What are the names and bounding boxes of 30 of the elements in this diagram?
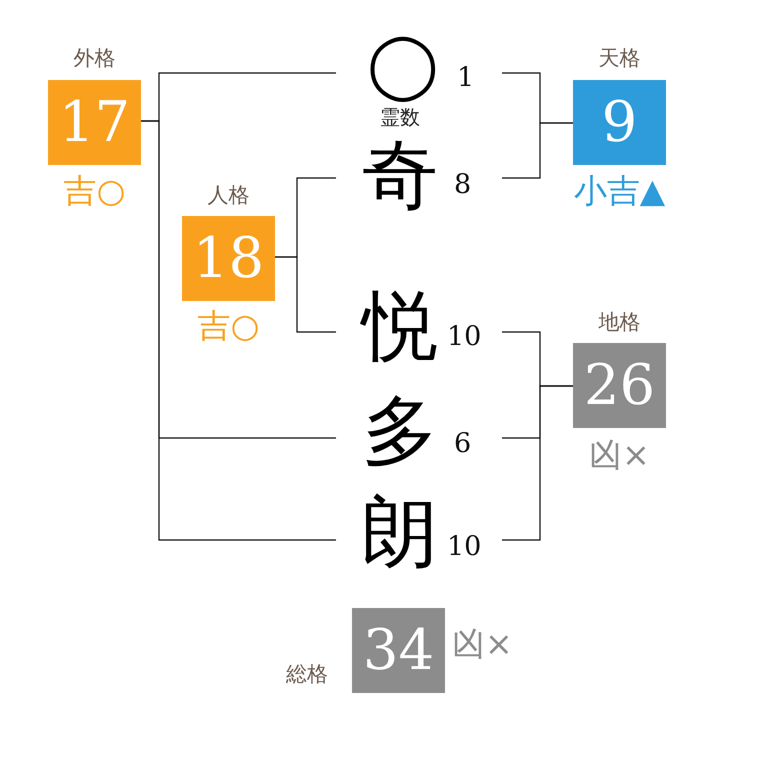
bracket-connector <box>275 256 336 333</box>
score-box: 9 <box>573 80 666 165</box>
stroke-count-caption: 霊数 <box>380 107 420 127</box>
name-character: 奇 <box>362 137 438 213</box>
fortune-verdict: 凶× <box>452 627 513 660</box>
category-label: 天格 <box>598 48 640 69</box>
score-box: 17 <box>48 80 141 165</box>
category-label: 地格 <box>598 312 640 333</box>
stroke-count: 6 <box>454 430 472 457</box>
score-box: 26 <box>573 343 666 428</box>
bracket-connector <box>141 120 336 541</box>
score-box: 18 <box>182 216 275 301</box>
stroke-count: 8 <box>454 171 472 198</box>
stroke-count: 1 <box>457 64 474 91</box>
name-character: 悦 <box>362 288 438 364</box>
name-character: 多 <box>362 393 438 469</box>
category-label: 外格 <box>74 48 116 69</box>
fortune-verdict: 凶× <box>589 438 650 471</box>
name-character: ◯ <box>367 27 439 104</box>
bracket-connector <box>502 385 573 541</box>
category-label: 人格 <box>208 185 250 206</box>
category-label: 総格 <box>286 664 328 685</box>
fortune-verdict: 吉○ <box>198 309 260 342</box>
name-character: 朗 <box>362 494 438 570</box>
stroke-count: 10 <box>447 533 482 560</box>
stroke-count: 10 <box>447 323 482 350</box>
fortune-verdict: 小吉▲ <box>574 174 666 207</box>
bracket-connector <box>502 122 573 179</box>
fortune-verdict: 吉○ <box>64 174 126 207</box>
score-box: 34 <box>352 608 445 693</box>
